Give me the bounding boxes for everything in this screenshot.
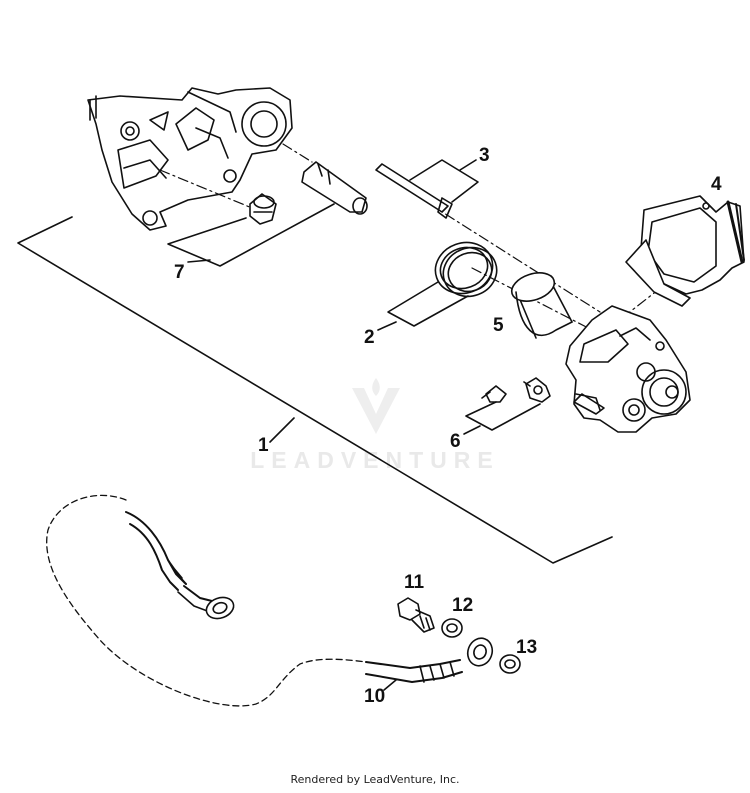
callout-3[interactable]: 3 [479, 145, 490, 166]
callout-7[interactable]: 7 [174, 262, 185, 283]
caliper-body [565, 305, 691, 433]
callout-5[interactable]: 5 [493, 315, 504, 336]
callout-2-bracket [387, 281, 469, 327]
watermark-text: LEADVENTURE [250, 447, 500, 473]
footer-credit: Rendered by LeadVenture, Inc. [290, 773, 460, 786]
assembly-bracket-line [17, 216, 613, 564]
seal-rings [434, 241, 498, 298]
callout-7-leader [187, 259, 211, 263]
brake-pads [625, 195, 745, 307]
callout-7-bracket [167, 203, 335, 267]
callout-10-leader [383, 679, 397, 691]
callout-6[interactable]: 6 [450, 431, 461, 452]
callout-2-leader [377, 321, 397, 331]
bleeder-fittings [481, 377, 551, 403]
callout-6-leader [463, 425, 481, 435]
callout-13[interactable]: 13 [516, 637, 538, 658]
caliper-bracket [87, 87, 293, 231]
banjo-bolt [397, 597, 435, 633]
callout-1-leader [269, 417, 295, 443]
pin-and-clip [375, 163, 453, 219]
piston [510, 272, 573, 339]
callout-3-bracket [409, 159, 479, 203]
callout-1[interactable]: 1 [258, 435, 269, 456]
rubber-boot [249, 193, 277, 225]
callout-3-leader [459, 159, 477, 171]
washer-12 [441, 618, 463, 638]
washer-13 [499, 654, 521, 674]
brake-hose [125, 511, 494, 683]
callout-4[interactable]: 4 [711, 174, 722, 195]
callout-12[interactable]: 12 [452, 595, 474, 616]
callout-6-bracket [465, 401, 541, 431]
brake-hose-outline [46, 494, 367, 707]
watermark-logo-icon [348, 378, 404, 443]
slide-pin [301, 161, 368, 215]
callout-11[interactable]: 11 [404, 572, 425, 593]
callout-10[interactable]: 10 [364, 686, 386, 707]
callout-2[interactable]: 2 [364, 327, 375, 348]
